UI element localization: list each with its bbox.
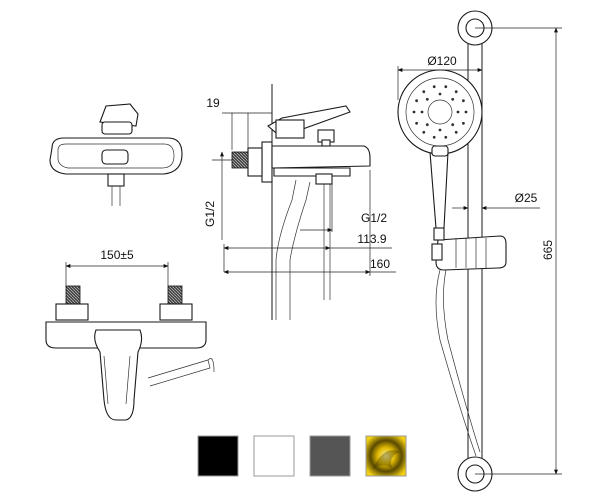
rail-height-dimension: 665 <box>475 27 562 475</box>
rail-diameter-dimension: Ø25 <box>452 191 540 210</box>
outlet-reach-label: 113.9 <box>357 232 386 246</box>
nozzle-dot <box>462 99 465 103</box>
mixer-front-view <box>49 103 183 206</box>
nozzle-dot <box>432 135 436 139</box>
mixer-installation-view <box>45 285 215 421</box>
finish-swatches <box>197 435 407 477</box>
nozzle-dot <box>462 121 465 125</box>
nozzle-dot <box>451 97 455 101</box>
nozzle-dot <box>438 128 442 132</box>
nozzle-dot <box>425 97 429 101</box>
total-depth-dimension: 160 <box>223 170 396 276</box>
total-depth-label: 160 <box>370 257 390 271</box>
swatch-black <box>197 435 239 477</box>
hand-shower-head <box>397 69 483 157</box>
swatch-gold <box>365 435 407 477</box>
nozzle-dot <box>420 110 424 114</box>
nozzle-dot <box>412 110 416 114</box>
nozzle-dot <box>456 110 460 114</box>
rail-diameter-label: Ø25 <box>515 191 538 205</box>
nozzle-dot <box>451 123 455 127</box>
swatch-gunmetal <box>309 435 351 477</box>
nozzle-dot <box>425 123 429 127</box>
swatch-gold-swirl <box>372 450 400 470</box>
nozzle-dot <box>454 130 458 134</box>
wall-depth-label: 19 <box>206 96 220 110</box>
inlet-thread-label: G1/2 <box>203 201 217 227</box>
rail-height-label: 665 <box>541 240 555 260</box>
nozzle-dot <box>422 130 426 134</box>
nozzle-dot <box>415 99 418 103</box>
outlet-thread-dimension: G1/2 <box>300 180 387 232</box>
offset-dimension: 150±5 <box>65 248 169 286</box>
hand-shower-diameter-label: Ø120 <box>427 54 457 68</box>
nozzle-dot <box>444 135 448 139</box>
nozzle-dot <box>422 90 426 94</box>
nozzle-dot <box>432 85 436 89</box>
wall-depth-dimension: 19 <box>206 96 272 161</box>
swatch-white <box>253 435 295 477</box>
hand-shower-diameter-dimension: Ø120 <box>397 54 483 100</box>
nozzle-dot <box>454 90 458 94</box>
inlet-thread-dimension: G1/2 <box>203 151 224 240</box>
outlet-reach-dimension: 113.9 <box>223 232 392 272</box>
nozzle-dot <box>415 121 418 125</box>
mixer-side-view <box>231 84 371 320</box>
offset-dimension-label: 150±5 <box>100 248 134 262</box>
nozzle-dot <box>464 110 468 114</box>
outlet-thread-label: G1/2 <box>361 211 387 225</box>
nozzle-dot <box>444 85 448 89</box>
nozzle-dot <box>438 92 442 96</box>
